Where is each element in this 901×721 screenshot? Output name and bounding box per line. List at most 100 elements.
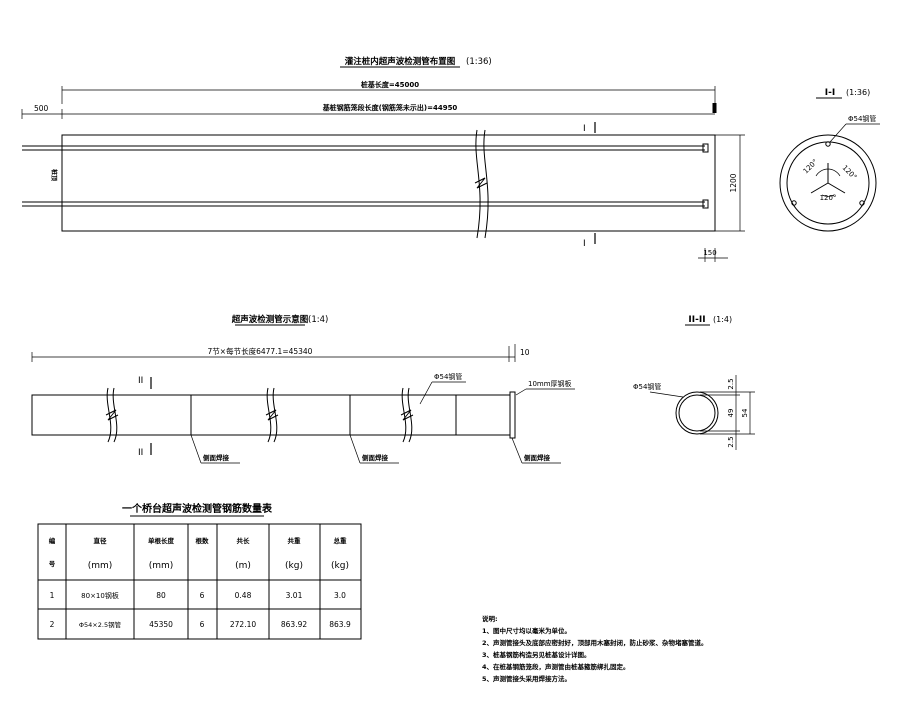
layout-plan: 灌注桩内超声波检测管布置图 (1:36) 桩基长度=45000 基桩钢筋笼段长度… (21, 56, 745, 262)
pile-end-mark (712, 103, 717, 113)
plate-leader (515, 388, 527, 396)
section-2-scale: (1:4) (713, 315, 732, 324)
th-dia-top: 直径 (94, 536, 108, 545)
end-plate (509, 391, 516, 439)
offset-label: 500 (34, 104, 49, 113)
pile-body (61, 134, 716, 232)
cell-2-dia: Φ54×2.5钢管 (79, 620, 122, 629)
break-3 (401, 387, 413, 443)
radial-right (827, 182, 846, 194)
table-title: 一个桥台超声波检测管钢筋数量表 (122, 502, 273, 515)
note-5: 5、声测管接头采用焊接方法。 (482, 674, 571, 683)
diameter-label: 1200 (729, 173, 738, 192)
quantity-table: 一个桥台超声波检测管钢筋数量表 编 直径 单根长度 根数 共长 共重 总重 号 … (37, 502, 362, 640)
cell-1-count: 6 (200, 591, 205, 600)
note-1: 1、图中尺寸均以毫米为单位。 (482, 626, 571, 635)
plate-label: 10mm厚钢板 (528, 379, 572, 388)
section-mark-top: I (583, 124, 586, 134)
section-mark-bottom: I (583, 239, 586, 249)
tube-bottom-cap (702, 199, 709, 209)
cell-2-total-weight: 863.9 (329, 620, 351, 629)
angle-label-right: 120° (841, 164, 859, 182)
tube-dot-right (859, 200, 865, 206)
cell-1-dia: 80×10钢板 (81, 591, 119, 600)
tube-dot-top (825, 141, 831, 147)
break-3-zig (400, 409, 414, 421)
notes: 说明: 1、图中尺寸均以毫米为单位。 2、声测管接头及底部应密封好，顶部用木塞封… (482, 614, 708, 683)
cell-1-len: 80 (156, 591, 166, 600)
angle-label-left: 120° (802, 158, 820, 176)
pipe-leader (419, 381, 433, 405)
angle-arcs (815, 168, 841, 197)
note-3: 3、桩基钢筋构造另见桩基设计详图。 (482, 650, 591, 659)
tube-detail-pipe-label: Φ54钢管 (434, 372, 462, 381)
tube-detail-scale: (1:4) (308, 315, 328, 325)
note-2: 2、声测管接头及底部应密封好，顶部用木塞封闭，防止砂浆、杂物堵塞管道。 (482, 638, 708, 647)
section-mark-2-top: II (138, 376, 143, 386)
tube-detail-title: 超声波检测管示意图 (231, 314, 309, 325)
break-2-zig (265, 409, 279, 421)
radial-left (810, 182, 829, 194)
end-gap-label: 150 (703, 249, 716, 257)
break-1 (106, 387, 118, 443)
th-total-weight-bottom: (kg) (331, 561, 349, 571)
cell-1-weight: 3.01 (286, 591, 303, 600)
dim-wall-top: 2.5 (727, 378, 735, 389)
th-total-len-bottom: (m) (235, 561, 251, 571)
weld-leader-1 (190, 434, 202, 464)
cell-1-total-weight: 3.0 (334, 591, 346, 600)
break-1-zig (105, 409, 119, 421)
tube-top-cap (702, 143, 709, 153)
tube-length-label: 7节×每节长度6477.1=45340 (208, 346, 313, 356)
tube-dot-left (791, 200, 797, 206)
cell-1-no: 1 (50, 591, 55, 600)
pile-outer-circle (779, 134, 877, 232)
th-no-bottom: 号 (49, 559, 56, 568)
section-1-pipe-label: Φ54钢管 (848, 114, 876, 123)
tube-detail: 超声波检测管示意图 (1:4) 7节×每节长度6477.1=45340 10 I… (31, 314, 575, 464)
dim-wall-bottom: 2.5 (727, 436, 735, 447)
section-2-leader (649, 391, 684, 398)
th-total-weight-top: 总重 (334, 536, 348, 545)
th-weight-bottom: (kg) (285, 561, 303, 571)
pile-length-label: 桩基长度=45000 (361, 80, 419, 89)
break-zigzag (474, 177, 488, 189)
cell-1-total-len: 0.48 (235, 591, 252, 600)
pile-top-label: 桩顶 (50, 169, 58, 181)
section-1-leader (829, 123, 847, 143)
weld-leader-3 (511, 437, 523, 464)
section-1-scale: (1:36) (846, 88, 870, 97)
layout-plan-title: 灌注桩内超声波检测管布置图 (345, 56, 456, 67)
dim-outer: 54 (741, 408, 749, 417)
break-2 (266, 387, 278, 443)
weld-label-1: 侧面焊接 (203, 453, 230, 462)
layout-plan-scale: (1:36) (466, 57, 492, 67)
th-no-top: 编 (49, 536, 56, 545)
pipe-outer-circle (675, 391, 719, 435)
section-1: I-I (1:36) 120° 120° 120° Φ54钢管 (779, 88, 880, 232)
weld-label-3: 侧面焊接 (524, 453, 551, 462)
section-2: II-II (1:4) Φ54钢管 2.5 49 54 2.5 (633, 315, 755, 450)
weld-leader-2 (349, 434, 361, 464)
th-count-top: 根数 (196, 536, 210, 545)
th-dia-bottom: (mm) (88, 561, 113, 571)
weld-label-2: 侧面焊接 (362, 453, 389, 462)
th-total-len-top: 共长 (237, 536, 251, 545)
section-1-title: I-I (825, 88, 835, 98)
th-len-top: 单根长度 (148, 536, 175, 545)
table-frame (37, 523, 362, 640)
cell-2-weight: 863.92 (281, 620, 307, 629)
dim-inner: 49 (727, 409, 735, 418)
note-4: 4、在桩基钢筋笼段，声测管由桩基箍筋绑扎固定。 (482, 662, 630, 671)
cell-2-total-len: 272.10 (230, 620, 256, 629)
cell-2-len: 45350 (149, 620, 173, 629)
cell-2-no: 2 (50, 620, 55, 629)
notes-title: 说明: (482, 614, 498, 623)
cage-length-label: 基桩钢筋笼段长度(钢筋笼未示出)=44950 (322, 103, 458, 112)
pipe-inner-circle (678, 394, 716, 432)
angle-label-bottom: 120° (820, 194, 837, 202)
th-weight-top: 共重 (288, 536, 302, 545)
cell-2-count: 6 (200, 620, 205, 629)
th-len-bottom: (mm) (149, 561, 174, 571)
